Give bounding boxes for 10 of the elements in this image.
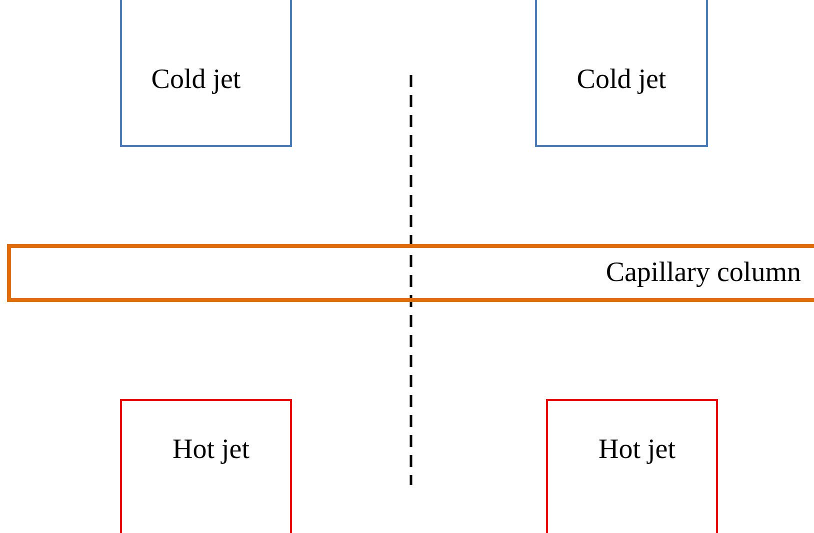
hot-jet-nozzle xyxy=(546,399,718,533)
hot-jet-nozzle xyxy=(120,399,292,533)
capillary-column xyxy=(7,244,814,302)
nozzle-label: Cold jet xyxy=(576,64,666,96)
nozzle-label: Hot jet xyxy=(172,434,250,466)
cold-jet-nozzle xyxy=(120,0,292,147)
cold-jet-nozzle xyxy=(535,0,708,147)
nozzle-label: Cold jet xyxy=(151,64,241,96)
nozzle-label: Capillary column xyxy=(606,257,801,289)
nozzle-label: Hot jet xyxy=(598,434,676,466)
